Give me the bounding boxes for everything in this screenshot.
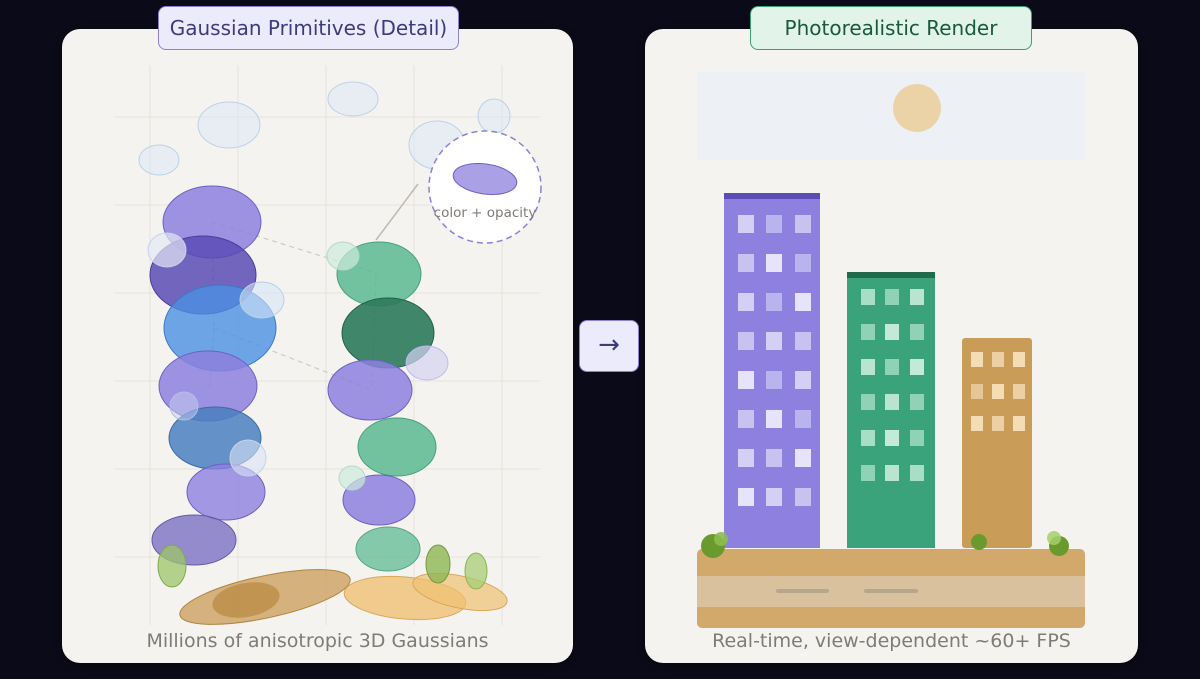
- pipeline-arrow-icon: →: [579, 320, 639, 372]
- bushes: [701, 531, 1069, 558]
- green-building-windows: [861, 289, 924, 481]
- road-marking: [776, 589, 829, 593]
- purple-building: [724, 193, 820, 548]
- right-gaussian-column: [326, 241, 449, 572]
- ground-gaussians: [157, 544, 508, 625]
- photorealistic-render-title: Photorealistic Render: [750, 6, 1032, 50]
- render-caption: Real-time, view-dependent ~60+ FPS: [712, 630, 1071, 652]
- road-marking: [864, 589, 918, 593]
- purple-building-windows: [738, 215, 811, 506]
- gaussian-primitives-title: Gaussian Primitives (Detail): [158, 6, 459, 50]
- sun: [893, 84, 941, 132]
- tan-building: [962, 338, 1032, 548]
- left-gaussian-column: [147, 185, 285, 566]
- rendered-scene: [697, 72, 1085, 628]
- sky: [697, 72, 1085, 160]
- color-opacity-callout: color + opacity: [375, 130, 542, 244]
- gaussians-caption: Millions of anisotropic 3D Gaussians: [146, 630, 489, 652]
- callout-label: color + opacity: [434, 205, 537, 221]
- green-building: [847, 272, 935, 548]
- tan-building-windows: [971, 352, 1025, 431]
